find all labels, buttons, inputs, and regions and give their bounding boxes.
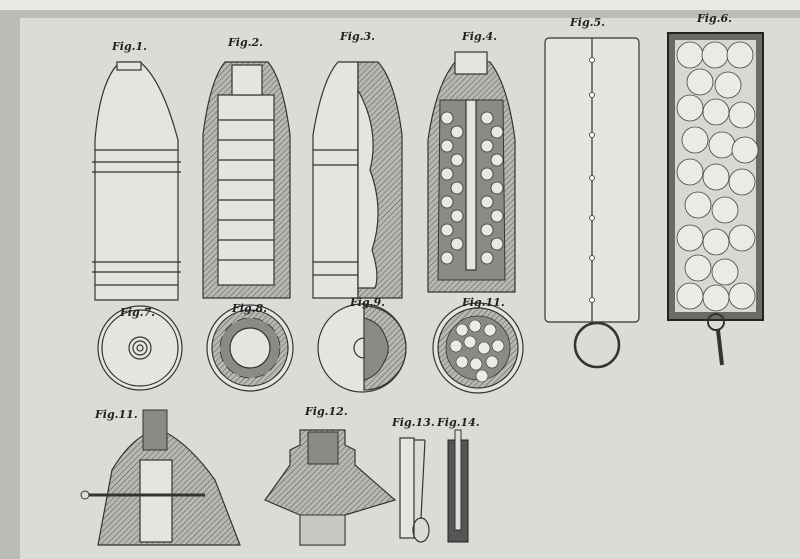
fig4-label: Fig.4. bbox=[461, 30, 497, 43]
top-strip bbox=[0, 0, 800, 10]
fig11-label: Fig.11. bbox=[94, 408, 138, 421]
fig13-tube: Fig.13. bbox=[391, 416, 435, 543]
fig13-label: Fig.13. bbox=[391, 416, 435, 429]
fig4-shrapnel-section: Fig.4. bbox=[427, 30, 516, 293]
fig5-canister: Fig.5. bbox=[544, 16, 640, 369]
fig11-round-label: Fig.11. bbox=[461, 296, 505, 309]
fig12-label: Fig.12. bbox=[304, 405, 348, 418]
fig8-cross-section: Fig.8. bbox=[206, 302, 294, 392]
fig2-shell-section: Fig.2. bbox=[202, 36, 291, 299]
fig7-label: Fig.7. bbox=[119, 306, 155, 319]
fig14-label: Fig.14. bbox=[436, 416, 480, 429]
fig7-base-view: Fig.7. bbox=[97, 305, 183, 391]
fig11-fuze-section: Fig.11. bbox=[80, 408, 241, 546]
fig6-canister-section: Fig.6. bbox=[667, 12, 764, 366]
fig8-label: Fig.8. bbox=[231, 302, 267, 315]
fig6-label: Fig.6. bbox=[696, 12, 732, 25]
fig3-label: Fig.3. bbox=[339, 30, 375, 43]
fig12-fuze-section: Fig.12. bbox=[264, 405, 397, 546]
fig3-shell-half-section: Fig.3. bbox=[312, 30, 403, 299]
fig5-label: Fig.5. bbox=[569, 16, 605, 29]
fig14-tube-section: Fig.14. bbox=[436, 416, 480, 543]
fig1-label: Fig.1. bbox=[111, 40, 147, 53]
fig9-label: Fig.9. bbox=[349, 296, 385, 309]
fig1-shell-exterior: Fig.1. bbox=[92, 40, 181, 301]
fig2-label: Fig.2. bbox=[227, 36, 263, 49]
fig11-round-cross-section: Fig.11. bbox=[432, 296, 524, 394]
fig9-cross-section: Fig.9. bbox=[317, 296, 407, 393]
